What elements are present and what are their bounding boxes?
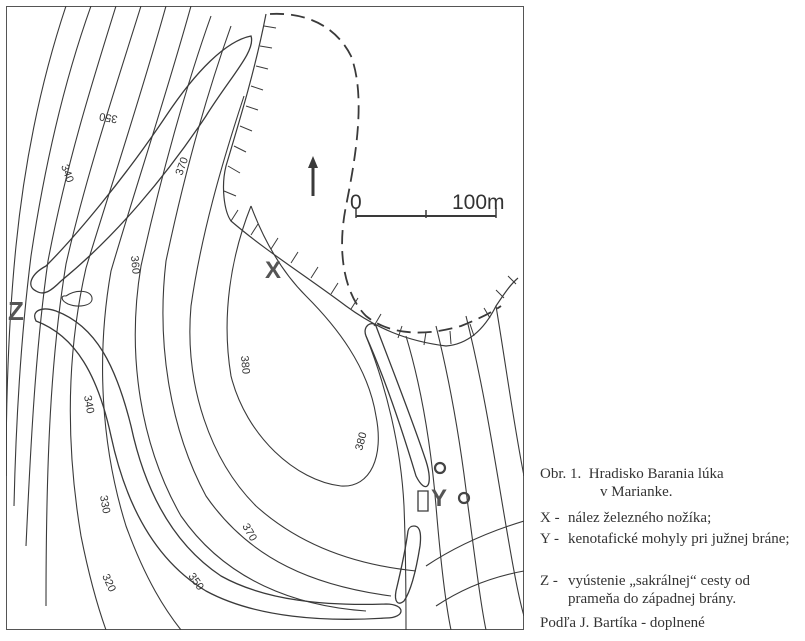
- contour-line: [405, 335, 452, 630]
- tumulus-marker: [433, 461, 447, 475]
- map: 0 100m 340 350 360 370 380 380 370 340 3…: [6, 6, 524, 630]
- caption-source: Podľa J. Bartíka - doplnené: [540, 615, 705, 631]
- contour-label: 340: [58, 163, 76, 184]
- north-arrow: [308, 156, 318, 196]
- contour-line: [435, 325, 487, 630]
- contour-line: [425, 520, 524, 567]
- hatch: [469, 323, 475, 337]
- caption-title-line1: Obr. 1. Hradisko Barania lúka: [540, 466, 724, 482]
- legend-text: kenotafické mohyly pri južnej bráne;: [568, 531, 790, 547]
- hatch: [245, 105, 259, 111]
- contour-line: [61, 290, 93, 307]
- contour-label: 380: [238, 355, 252, 374]
- hatch: [270, 237, 279, 250]
- hatch: [483, 307, 491, 319]
- marker-x: X: [265, 257, 281, 284]
- hatch: [507, 275, 517, 285]
- hatch: [227, 165, 241, 174]
- contour-line: [226, 205, 379, 487]
- contour-line: [69, 6, 167, 630]
- contour-line: [465, 315, 524, 617]
- legend-item-z: Z - vyústenie „sakrálnej“ cesty od prame…: [540, 572, 796, 608]
- hatch: [250, 223, 259, 236]
- scale-end-label: 100m: [452, 191, 505, 214]
- contour-line: [134, 15, 367, 612]
- hatch: [223, 190, 237, 197]
- hatch: [233, 145, 247, 153]
- contour-label: 340: [81, 394, 96, 414]
- gate-wall-segment: [394, 525, 422, 604]
- marker-z: Z: [8, 296, 24, 326]
- caption-title-line2: v Marianke.: [600, 484, 673, 500]
- contour-label: 330: [97, 494, 112, 514]
- hatch: [290, 251, 299, 264]
- hatch: [263, 25, 277, 29]
- contour-label: 350: [98, 110, 118, 125]
- quarry-dashed-edge: [269, 12, 502, 334]
- hatch: [230, 209, 239, 222]
- contour-line: [435, 570, 524, 607]
- contour-label: 370: [174, 156, 192, 177]
- scale-bar: 0 100m: [350, 191, 505, 218]
- legend-key: X -: [540, 510, 560, 526]
- contour-line: [102, 6, 192, 630]
- legend-key: Y -: [540, 531, 560, 547]
- contour-label: 360: [128, 255, 142, 274]
- contour-line: [365, 335, 407, 630]
- contour-line: [189, 95, 417, 572]
- hatch: [239, 125, 253, 132]
- legend-key: Z -: [540, 573, 558, 589]
- south-rampart: [34, 308, 402, 620]
- tumulus-marker: [457, 491, 471, 505]
- quarry-edge: [222, 13, 519, 347]
- hatch: [449, 330, 452, 345]
- hatch: [373, 313, 382, 327]
- contour-line: [495, 305, 524, 477]
- legend-text: nález železného nožíka;: [568, 510, 712, 526]
- north-rampart: [30, 35, 253, 294]
- hatch: [259, 45, 273, 49]
- contour-label: 370: [239, 522, 259, 544]
- hatch: [250, 85, 264, 91]
- hatch: [350, 297, 359, 310]
- marker-y: Y: [431, 485, 447, 512]
- contour-line: [6, 6, 67, 477]
- gate-wall-segment: [417, 490, 429, 512]
- legend-text: vyústenie „sakrálnej“ cesty od prameňa d…: [568, 573, 751, 607]
- caption-title: Obr. 1. Hradisko Barania lúka v Marianke…: [540, 465, 800, 501]
- hatch: [255, 65, 269, 70]
- hatch: [397, 325, 403, 339]
- contour-line: [45, 6, 142, 607]
- contour-line: [25, 6, 117, 547]
- east-rampart: [364, 322, 430, 488]
- hatch: [495, 289, 505, 299]
- hatch: [310, 266, 319, 279]
- scale-zero-label: 0: [350, 191, 362, 214]
- hatch: [423, 331, 427, 346]
- legend-item-x: X - nález železného nožíka;: [540, 509, 796, 527]
- contour-label: 320: [99, 572, 118, 594]
- hatch: [330, 282, 339, 295]
- contour-line: [13, 6, 92, 507]
- contour-label: 380: [353, 431, 369, 452]
- contour-line: [162, 25, 392, 597]
- legend-item-y: Y - kenotafické mohyly pri južnej bráne;: [540, 530, 796, 548]
